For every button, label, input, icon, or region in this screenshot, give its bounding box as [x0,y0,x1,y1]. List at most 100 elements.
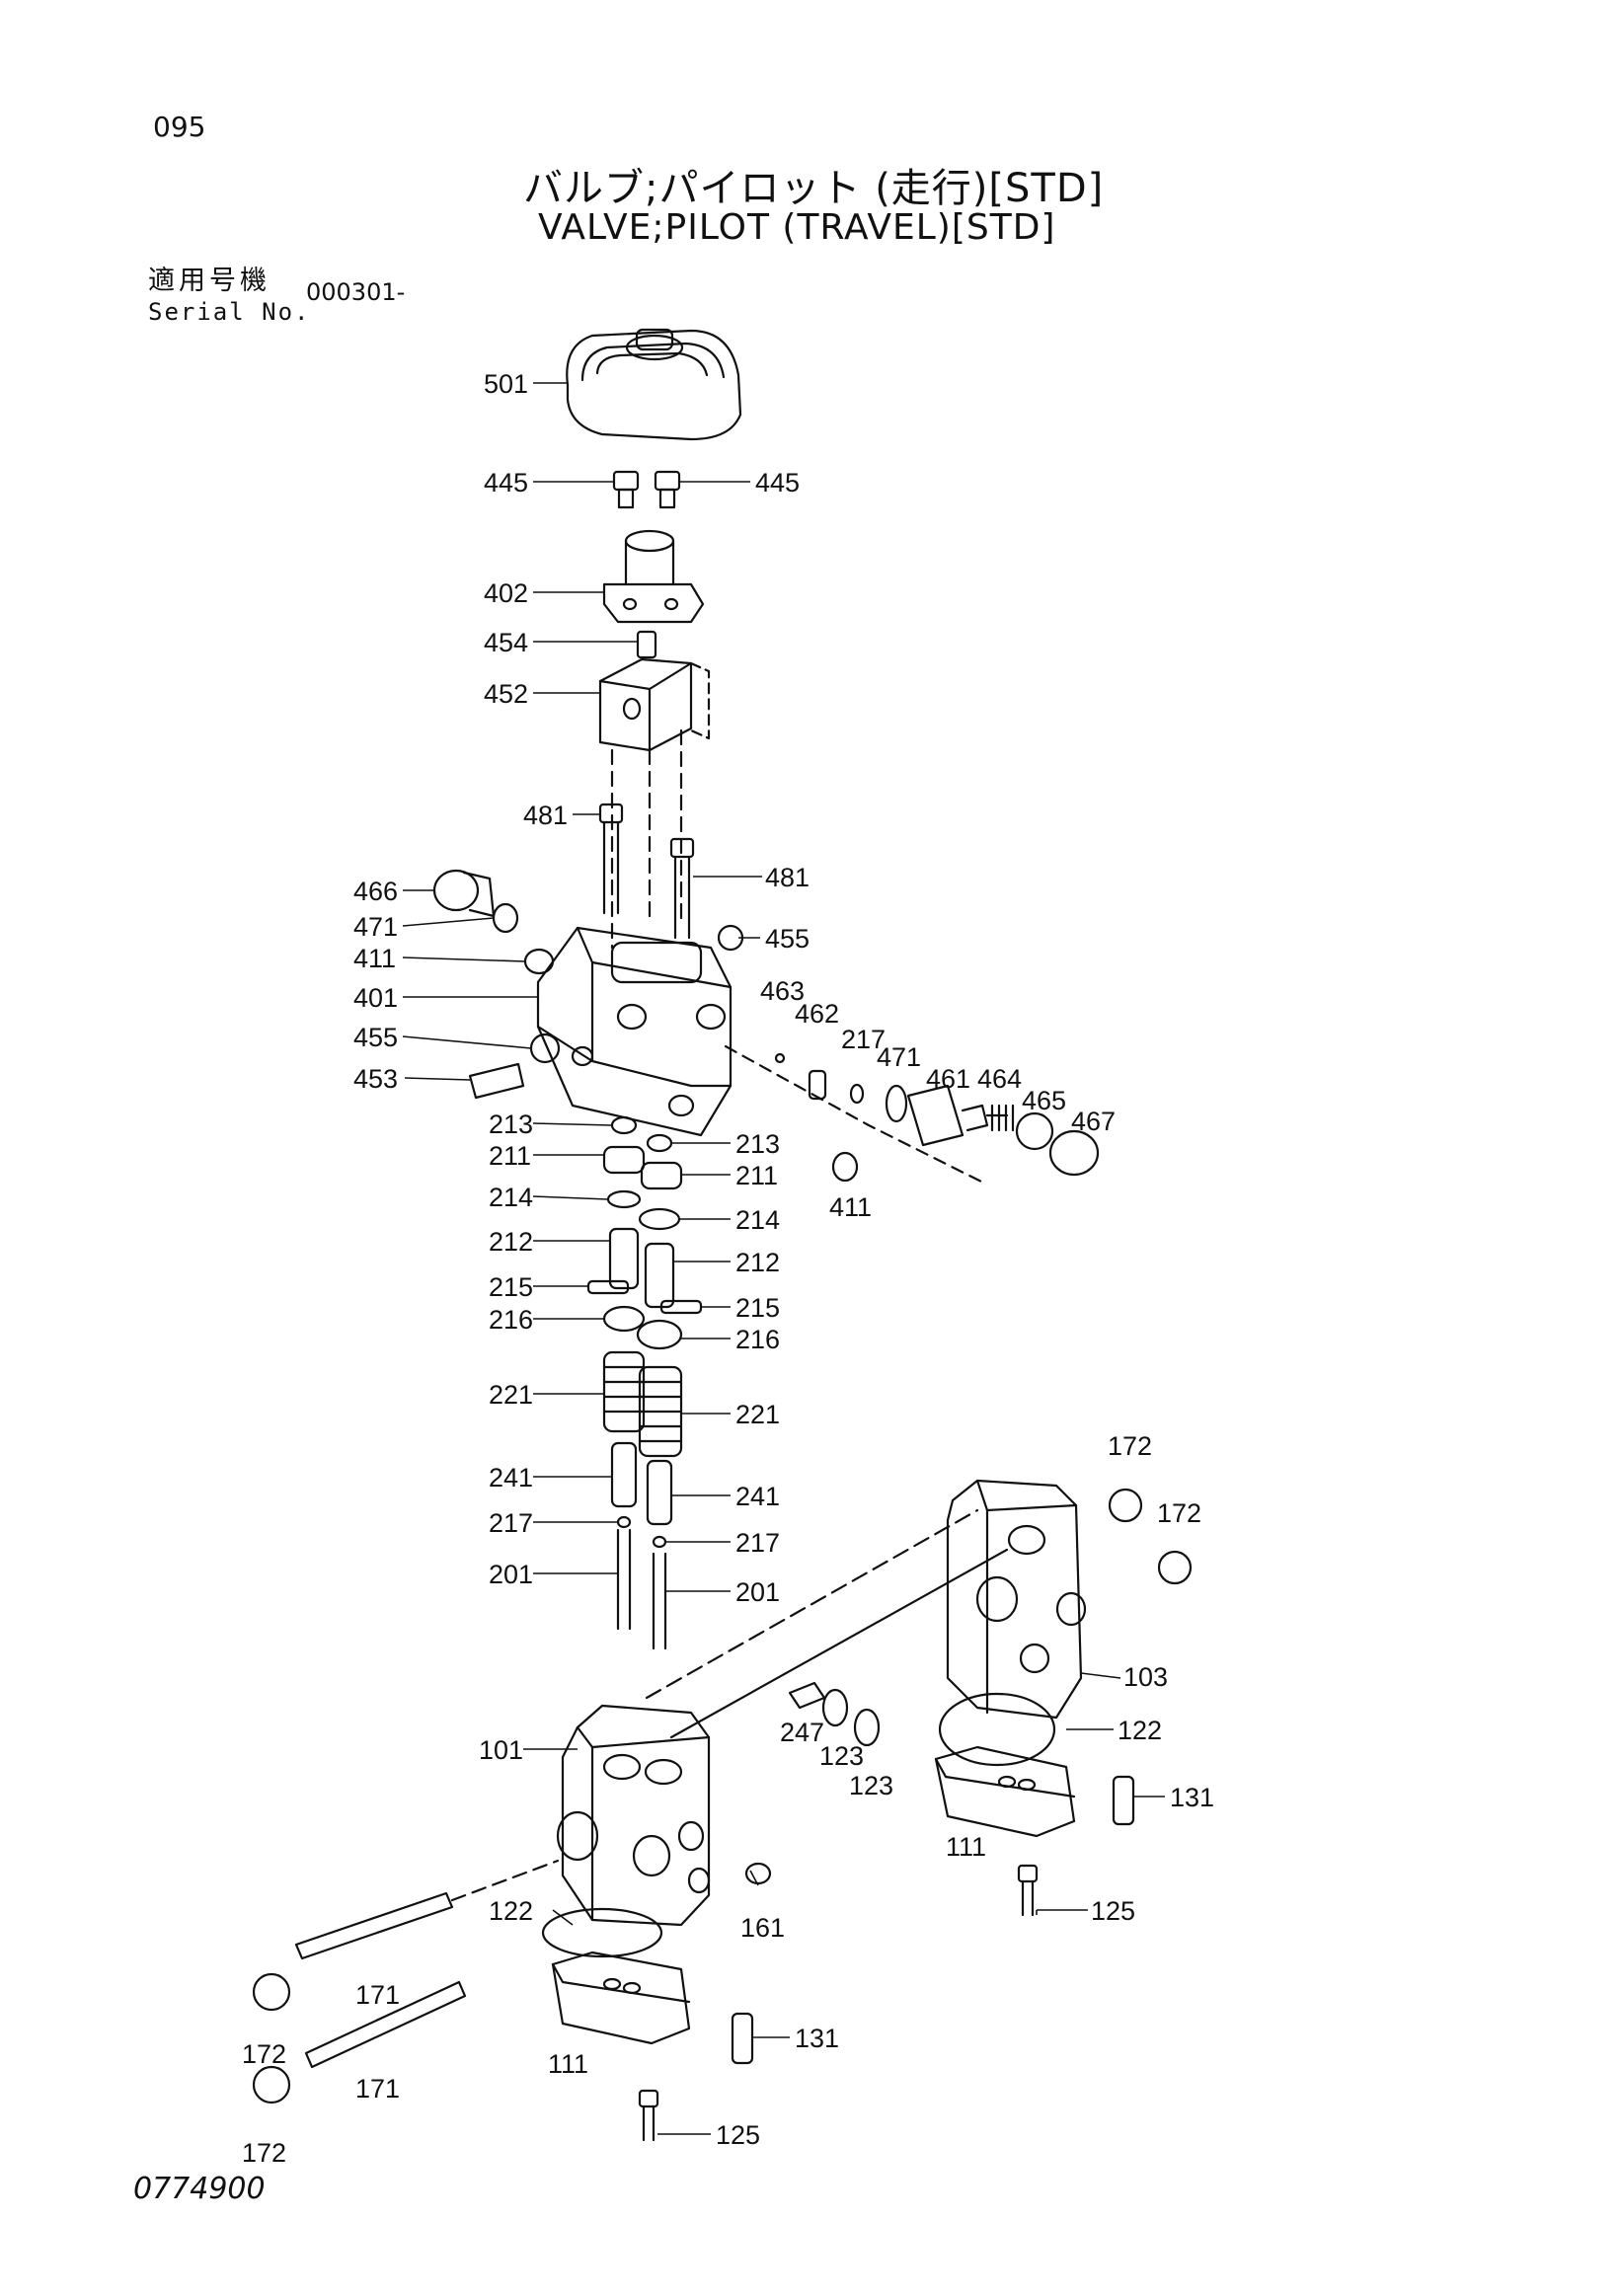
housing-401 [536,926,733,1137]
oring-217-right [849,1083,865,1105]
pin-453 [468,1062,525,1100]
cap-467 [1048,1129,1100,1177]
label-161: 161 [740,1913,785,1943]
oring-122-left [541,1907,663,1958]
label-217-left: 217 [489,1508,533,1538]
label-465: 465 [1022,1086,1066,1115]
label-211-right: 211 [735,1161,778,1190]
pin-131-right [1112,1775,1135,1826]
pin-131-left [731,2012,754,2065]
plug-411-lower [831,1151,859,1183]
label-214-right: 214 [735,1205,780,1235]
page-number: 095 [153,111,206,143]
label-131-right: 131 [1170,1783,1214,1812]
label-216-left: 216 [489,1305,533,1335]
label-172-upper-left: 172 [242,2039,286,2069]
label-445-left: 445 [484,468,528,497]
label-445-right: 445 [755,468,800,497]
oring-123-a [821,1688,849,1727]
pin-454 [636,630,657,659]
label-212-left: 212 [489,1227,533,1257]
serial-label-japanese: 適用号機 [148,266,270,296]
label-467: 467 [1071,1107,1116,1136]
leader-lines [402,382,1165,2135]
label-464: 464 [977,1064,1022,1094]
body-101 [556,1704,711,1927]
title-english: VALVE;PILOT (TRAVEL)[STD] [538,207,1056,248]
tie-rod-171-lower [304,1980,467,2069]
label-452: 452 [484,679,528,709]
label-171-lower: 171 [355,2074,400,2104]
label-111-right: 111 [946,1832,986,1862]
label-215-right: 215 [735,1293,780,1323]
label-461: 461 [926,1064,970,1094]
label-401: 401 [353,983,398,1013]
label-221-right: 221 [735,1400,780,1429]
bushing-455 [529,1033,561,1064]
part-drawings [252,328,1193,2142]
label-172-mid-right: 172 [1157,1498,1201,1528]
label-201-left: 201 [489,1560,533,1589]
cover-111-right [934,1745,1076,1838]
boot-drawing [566,328,742,441]
label-455-right: 455 [765,924,810,954]
label-103: 103 [1123,1662,1168,1692]
label-454: 454 [484,628,528,657]
cover-111-left [551,1951,691,2045]
spring-464 [985,1104,1015,1132]
oring-471 [492,902,519,934]
label-123-a: 123 [819,1741,864,1771]
label-411-left: 411 [353,944,396,973]
label-172-top-right: 172 [1108,1431,1152,1461]
drawing-number: 0774900 [133,2172,266,2206]
label-462: 462 [795,999,839,1029]
label-212-right: 212 [735,1248,780,1277]
body-103 [946,1479,1087,1720]
label-201-right: 201 [735,1577,780,1607]
label-101: 101 [479,1735,523,1765]
plug-466 [432,869,496,918]
serial-label-english: Serial No. [148,298,311,326]
label-453: 453 [353,1064,398,1094]
label-481-left: 481 [523,801,568,830]
label-241-left: 241 [489,1463,533,1492]
label-241-right: 241 [735,1482,780,1511]
oring-123-b [853,1708,881,1747]
label-213-left: 213 [489,1110,533,1139]
label-466: 466 [353,877,398,906]
part-462 [808,1069,827,1101]
nut-172-lower-left [252,2065,291,2105]
fitting-461 [906,1084,989,1147]
tie-rod-171-upper [294,1859,560,1960]
label-122-right: 122 [1118,1716,1162,1745]
screws-481 [598,803,695,940]
label-122-left: 122 [489,1896,533,1926]
label-463: 463 [760,976,805,1006]
spool-stack [586,1115,703,1650]
label-471-right: 471 [877,1042,921,1072]
label-247: 247 [780,1718,824,1747]
label-221-left: 221 [489,1380,533,1410]
bolts-445 [612,470,681,509]
oring-471-right [885,1084,908,1123]
plug-411 [523,948,555,975]
label-214-left: 214 [489,1183,533,1212]
label-217-right: 217 [841,1025,886,1054]
label-211-left: 211 [489,1141,531,1171]
nut-172-lower-right [1157,1550,1193,1585]
label-217-mid: 217 [735,1528,780,1558]
label-111-left: 111 [548,2049,588,2079]
serial-number-range: 000301- [306,278,406,306]
label-171-upper: 171 [355,1980,400,2010]
label-123-b: 123 [849,1771,893,1800]
label-131-left: 131 [795,2024,839,2053]
oring-122-right [938,1692,1056,1767]
label-455-left: 455 [353,1023,398,1052]
nut-465 [1015,1111,1054,1151]
part-number-labels: 501 445 445 402 454 452 481 481 466 471 … [242,369,1214,2168]
bolt-125-right [1017,1864,1039,1917]
label-402: 402 [484,578,528,608]
nut-172-upper-left [252,1972,291,2012]
plate-402 [602,529,705,624]
